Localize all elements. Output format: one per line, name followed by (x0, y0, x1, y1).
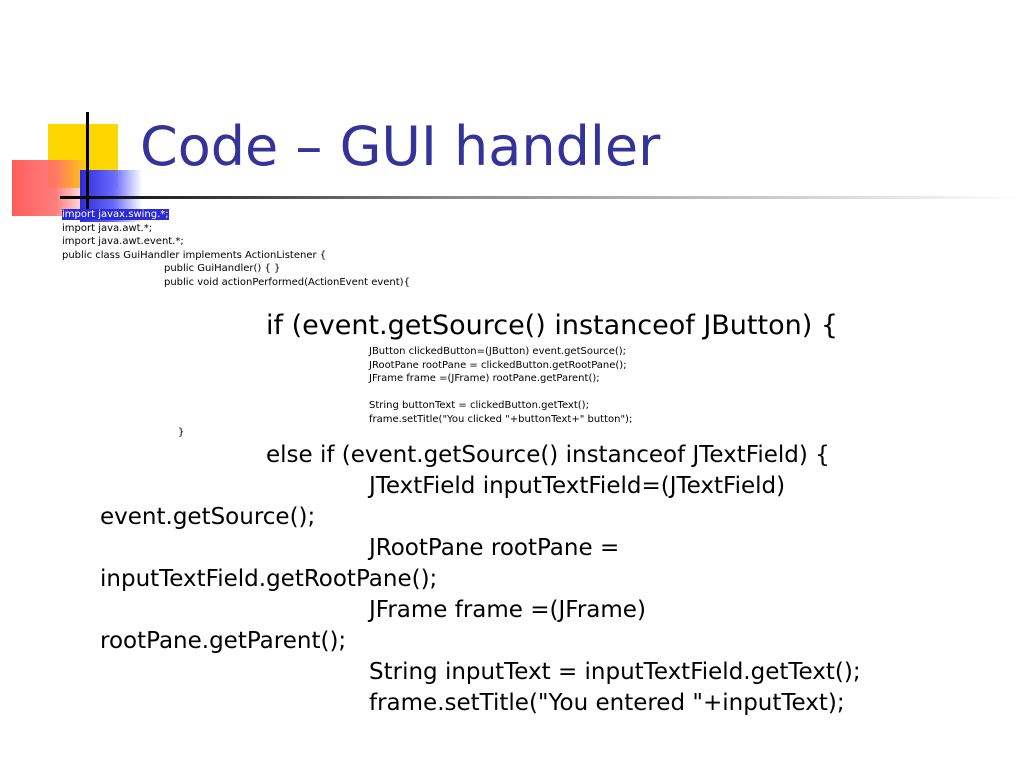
code-line-root-pane: JRootPane rootPane = clickedButton.getRo… (369, 359, 627, 371)
code-line-button-text: String buttonText = clickedButton.getTex… (369, 400, 589, 411)
code-line-set-title-clicked: frame.setTitle("You clicked "+buttonText… (369, 413, 633, 425)
code-line-import-awt: import java.awt.*; (62, 222, 153, 234)
code-line-input-text: String inputText = inputTextField.getTex… (369, 659, 861, 685)
big-code-block: else if (event.getSource() instanceof JT… (100, 440, 1000, 719)
code-line-close-brace: } (178, 427, 185, 438)
code-line-blank (369, 386, 632, 400)
code-line-clicked-button: JButton clickedButton=(JButton) event.ge… (369, 346, 627, 357)
code-line-input-text-field-a: JTextField inputTextField=(JTextField) (369, 473, 786, 499)
code-line-if-jbutton: if (event.getSource() instanceof JButton… (266, 310, 839, 341)
code-line-constructor: public GuiHandler() { } (164, 263, 281, 274)
decor-red-square (12, 160, 92, 216)
decor-vertical-line (86, 112, 89, 220)
code-line-import-awt-event: import java.awt.event.*; (62, 236, 184, 247)
code-line-import-swing: import javax.swing.*; (62, 209, 169, 220)
code-line-root-pane-a: JRootPane rootPane = (369, 535, 620, 561)
code-line-action-performed: public void actionPerformed(ActionEvent … (164, 276, 410, 288)
code-line-input-text-field-b: event.getSource(); (100, 504, 316, 530)
code-line-frame-a: JFrame frame =(JFrame) (369, 597, 646, 623)
slide-title: Code – GUI handler (140, 115, 661, 178)
code-line-set-title-entered: frame.setTitle("You entered "+inputText)… (369, 690, 845, 716)
code-line-root-pane-b: inputTextField.getRootPane(); (100, 566, 438, 592)
decor-horizontal-rule (60, 196, 1020, 199)
small-code-block: import javax.swing.*; import java.awt.*;… (62, 208, 410, 289)
code-line-frame-b: rootPane.getParent(); (100, 628, 347, 654)
code-line-class-declaration: public class GuiHandler implements Actio… (62, 249, 327, 261)
code-line-else-if-jtextfield: else if (event.getSource() instanceof JT… (266, 442, 830, 468)
inner-small-code-block: JButton clickedButton=(JButton) event.ge… (369, 345, 632, 426)
code-line-frame: JFrame frame =(JFrame) rootPane.getParen… (369, 373, 600, 384)
